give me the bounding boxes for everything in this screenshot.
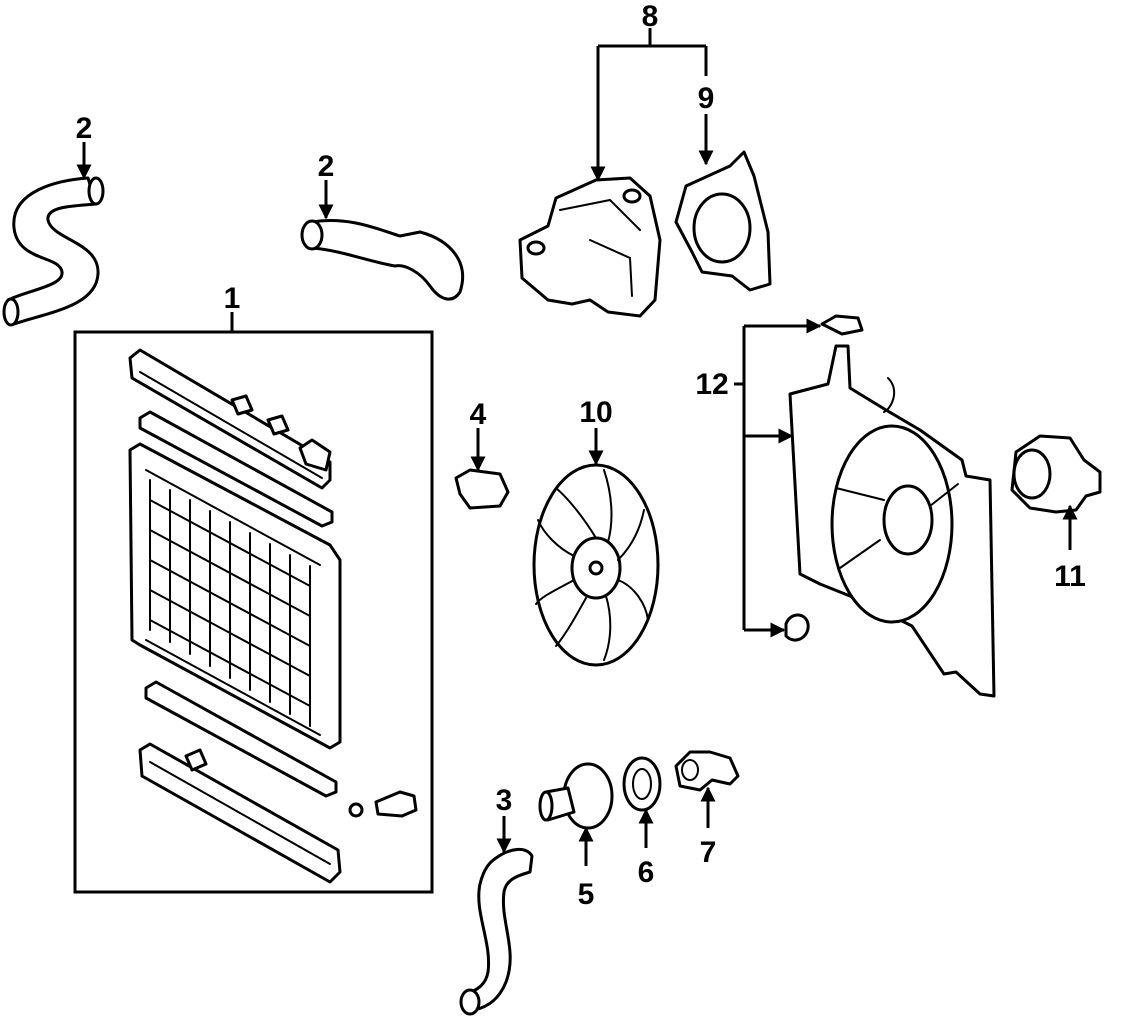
callout-1: 1 [224, 282, 241, 315]
callout-3: 3 [496, 784, 513, 817]
callout-2-center: 2 [318, 150, 335, 183]
radiator-assembly[interactable] [73, 330, 434, 894]
fan-motor[interactable] [1010, 434, 1102, 514]
lower-hose[interactable] [464, 848, 534, 1012]
callout-9: 9 [698, 82, 715, 115]
callout-8: 8 [642, 0, 659, 33]
callout-10: 10 [579, 396, 612, 429]
thermostat-gasket[interactable] [622, 756, 662, 812]
upper-hose-left[interactable] [6, 176, 100, 326]
callout-5: 5 [578, 878, 595, 911]
upper-hose-center[interactable] [310, 219, 465, 301]
callout-12: 12 [695, 368, 728, 401]
water-pump[interactable] [518, 176, 662, 318]
fan-shroud[interactable] [788, 344, 996, 698]
callout-11: 11 [1054, 560, 1086, 593]
callout-6: 6 [638, 856, 655, 889]
callout-4: 4 [470, 398, 487, 431]
leader-lines [76, 28, 1078, 866]
cooling-fan[interactable] [532, 463, 660, 667]
callout-7: 7 [700, 836, 717, 869]
shroud-clip-top[interactable] [820, 314, 864, 336]
thermostat-housing[interactable] [538, 762, 614, 830]
thermostat[interactable] [674, 750, 740, 792]
callout-2-left: 2 [76, 112, 93, 145]
radiator-cap[interactable] [454, 468, 510, 510]
shroud-clip-bottom[interactable] [784, 613, 810, 642]
